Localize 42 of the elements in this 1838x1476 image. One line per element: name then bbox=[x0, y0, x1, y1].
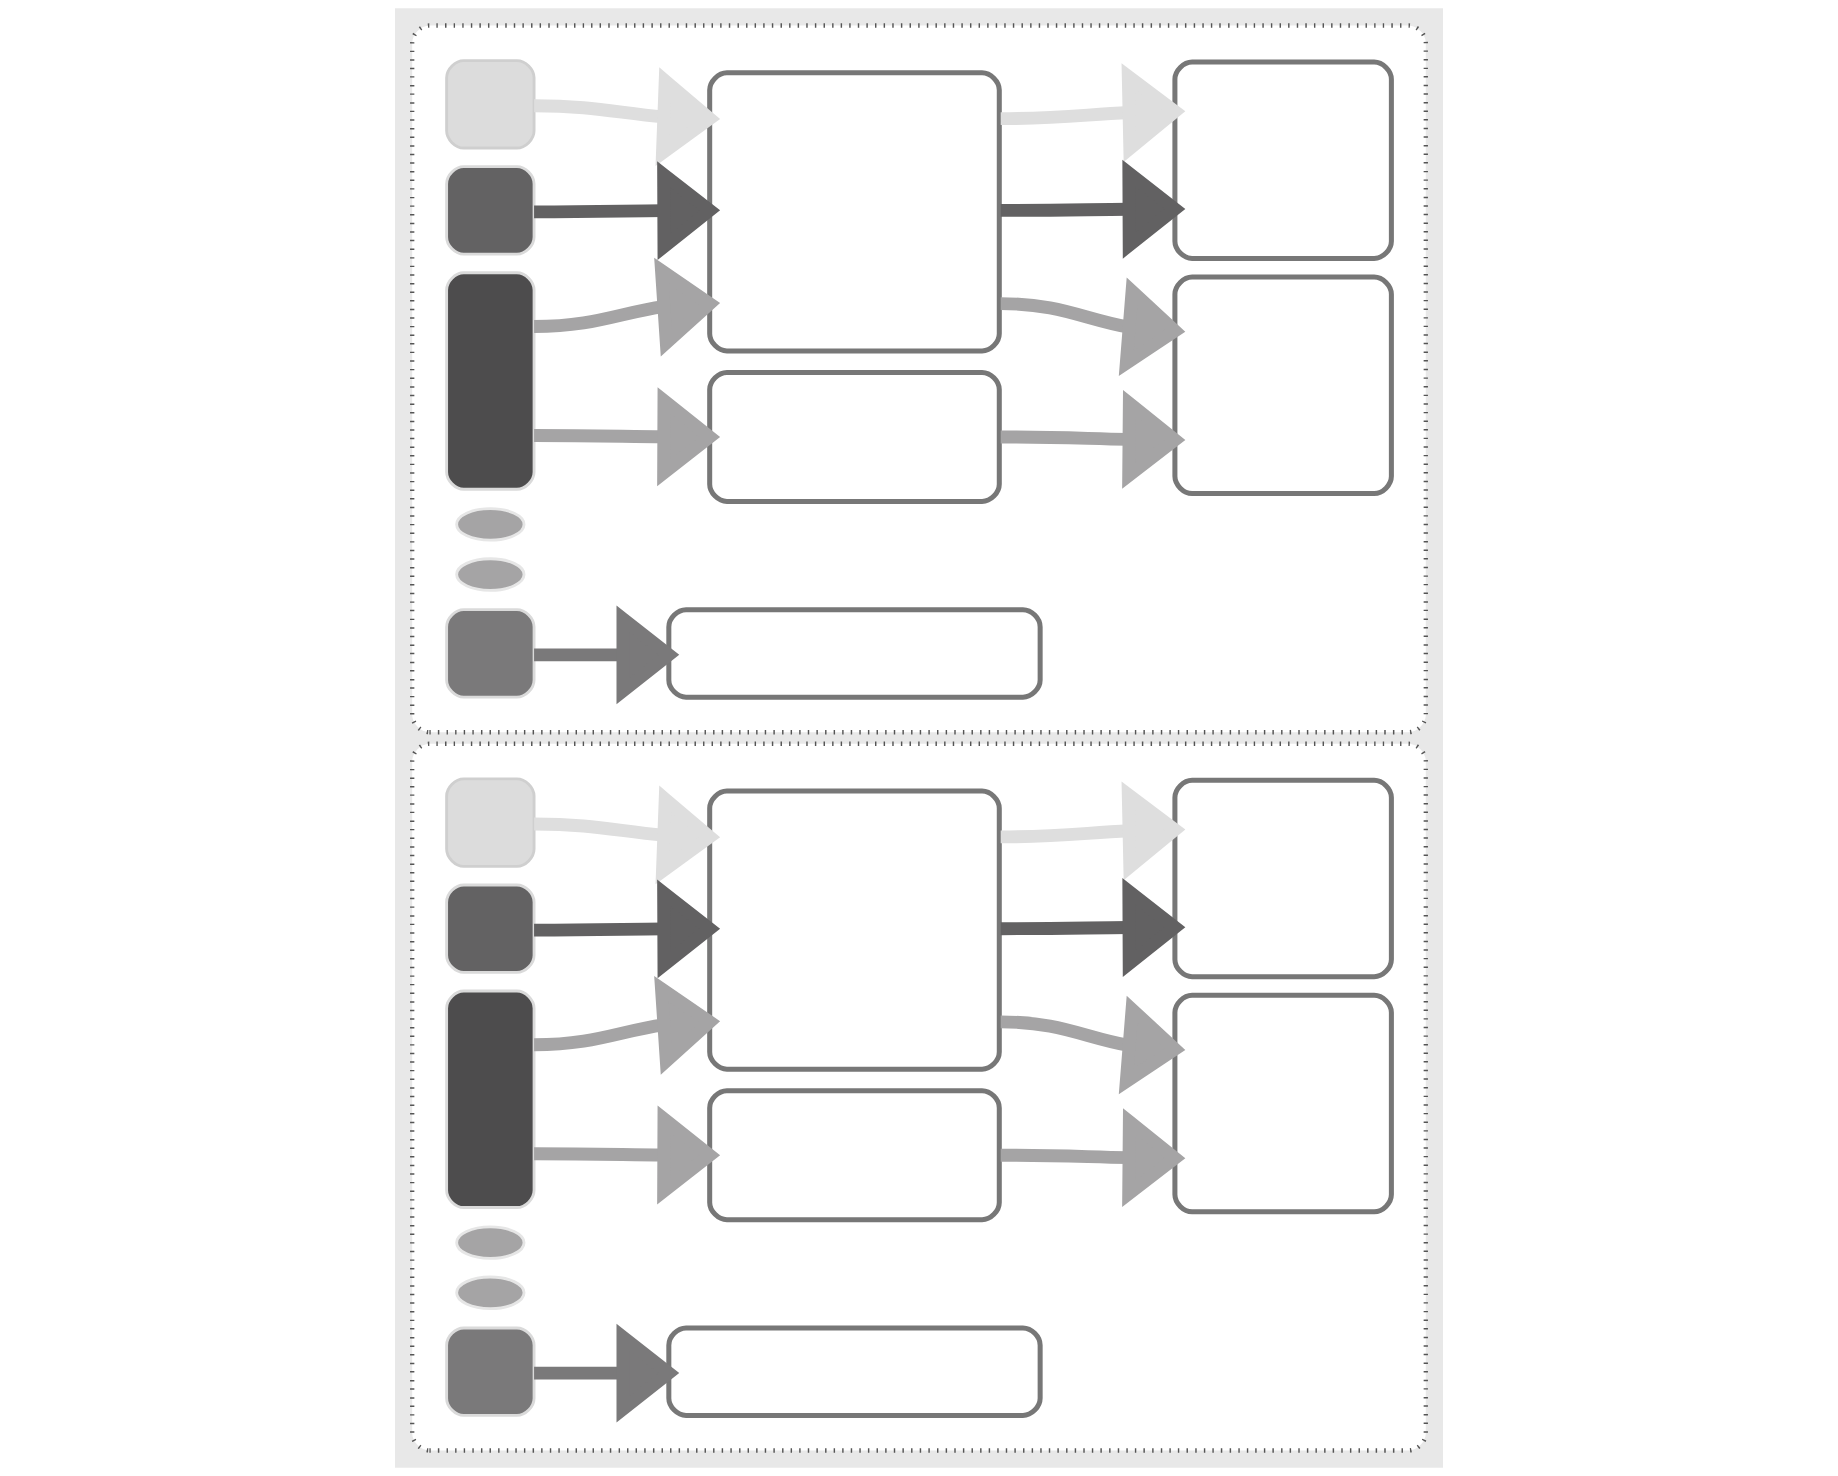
arrow bbox=[1000, 159, 1186, 259]
arrow bbox=[533, 976, 721, 1075]
node-box bbox=[1172, 777, 1394, 980]
arrow bbox=[534, 879, 721, 979]
node-box bbox=[445, 165, 536, 256]
node-box bbox=[1172, 59, 1394, 261]
node-box bbox=[666, 1325, 1043, 1418]
node-box bbox=[707, 788, 1002, 1072]
arrow bbox=[534, 161, 721, 261]
arrow bbox=[1000, 63, 1186, 163]
arrow bbox=[534, 785, 721, 885]
node-box bbox=[445, 989, 536, 1209]
node-box bbox=[707, 70, 1002, 354]
arrow bbox=[534, 387, 721, 487]
node-box bbox=[1172, 992, 1394, 1215]
node-box bbox=[445, 1326, 536, 1417]
node-box bbox=[445, 883, 536, 974]
cluster bbox=[410, 741, 1428, 1453]
arrow bbox=[534, 67, 721, 167]
node-box bbox=[445, 271, 536, 491]
arrow bbox=[1000, 389, 1186, 489]
node-box bbox=[1172, 274, 1394, 497]
node-pill bbox=[455, 1275, 526, 1311]
node-pill bbox=[455, 557, 526, 592]
cluster bbox=[410, 23, 1428, 735]
arrow bbox=[534, 1323, 680, 1423]
arrow bbox=[1000, 277, 1186, 376]
node-box bbox=[445, 59, 536, 150]
arrow bbox=[534, 1105, 721, 1205]
arrow bbox=[1000, 781, 1186, 881]
arrow bbox=[533, 257, 721, 357]
arrow bbox=[1000, 995, 1186, 1095]
node-box bbox=[666, 607, 1043, 700]
arrow bbox=[534, 605, 680, 705]
node-pill bbox=[455, 507, 526, 542]
node-box bbox=[445, 608, 536, 699]
node-pill bbox=[455, 1225, 526, 1260]
node-box bbox=[445, 777, 536, 868]
node-box bbox=[707, 1088, 1002, 1223]
node-box bbox=[707, 369, 1002, 504]
arrow bbox=[1000, 878, 1186, 977]
arrow bbox=[1000, 1108, 1186, 1208]
